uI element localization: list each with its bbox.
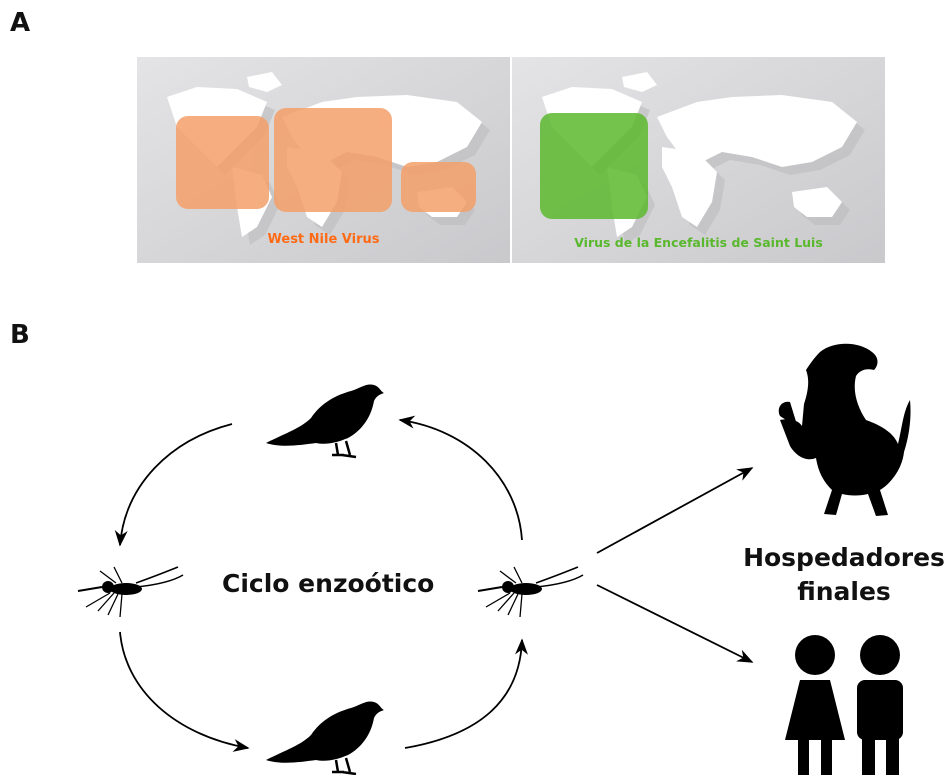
- horse-icon: [778, 343, 911, 516]
- mosquito-icon: [477, 566, 584, 618]
- bird-icon: [264, 383, 386, 459]
- mosquito-icon: [77, 566, 184, 618]
- west-nile-label: West Nile Virus: [267, 232, 380, 247]
- final-hosts-line1: Hospedadores: [743, 543, 945, 572]
- arrow-to-horse: [596, 467, 754, 554]
- final-hosts-label: Hospedadores finales: [736, 541, 952, 609]
- cycle-label: Ciclo enzoótico: [222, 569, 435, 598]
- panel-label-a: A: [10, 8, 31, 38]
- final-hosts-line2: finales: [797, 577, 891, 606]
- arrow-to-humans: [596, 584, 754, 663]
- panel-label-b: B: [10, 320, 30, 350]
- bird-icon: [264, 700, 386, 775]
- west-nile-map: West Nile Virus: [137, 57, 510, 263]
- humans-icon: [785, 635, 903, 775]
- cycle-arrow-mosquito-to-bird: [119, 631, 250, 752]
- cycle-arrow-mosquito-to-bird-top: [398, 415, 523, 541]
- cycle-arrow-bird-to-mosquito-right: [404, 638, 528, 749]
- saint-louis-label: Virus de la Encefalitis de Saint Luis: [574, 235, 823, 250]
- cycle-arrow-bird-to-mosquito: [114, 423, 233, 547]
- saint-louis-map: Virus de la Encefalitis de Saint Luis: [512, 57, 885, 263]
